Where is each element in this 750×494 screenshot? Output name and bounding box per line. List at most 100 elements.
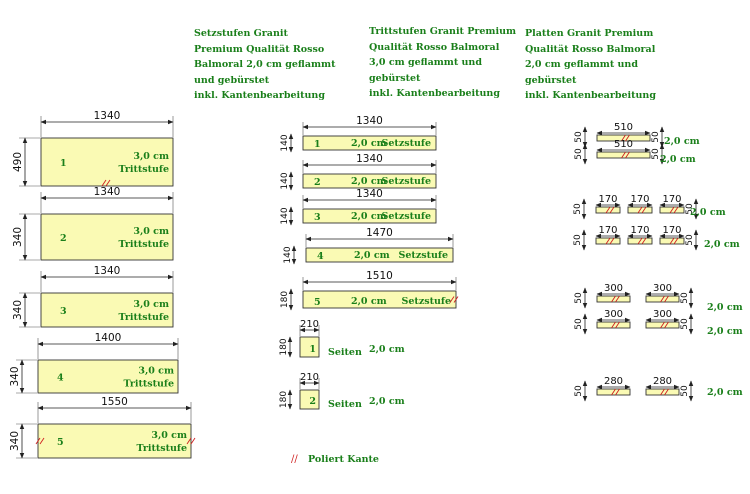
dimension-label-width: 510 bbox=[614, 122, 633, 133]
riser-thickness: 2,0 cm bbox=[354, 250, 390, 261]
dimension-label-width: 300 bbox=[604, 309, 623, 320]
dimension-label-width: 1400 bbox=[95, 332, 122, 344]
dimension-label-height: 50 bbox=[574, 385, 584, 397]
dimension-label-height: 50 bbox=[680, 385, 690, 397]
dimension-label-width: 1340 bbox=[94, 110, 121, 122]
polish-mark bbox=[673, 237, 679, 245]
polish-mark bbox=[609, 237, 615, 245]
dimension-label-width: 1340 bbox=[356, 115, 383, 127]
tread-panel-4 bbox=[37, 359, 179, 394]
polish-mark bbox=[664, 321, 669, 329]
polish-mark bbox=[605, 237, 611, 245]
tread-panel-5 bbox=[37, 423, 192, 459]
polish-mark bbox=[669, 206, 675, 214]
tread-type: Trittstufe bbox=[123, 379, 174, 390]
riser-type: Setzstufe bbox=[402, 296, 451, 307]
polish-mark bbox=[625, 151, 630, 159]
polish-mark bbox=[641, 237, 647, 245]
riser-thickness: 2,0 cm bbox=[351, 211, 387, 222]
dimension-label-height: 50 bbox=[685, 203, 695, 215]
polish-mark bbox=[637, 237, 643, 245]
dimension-label-height: 50 bbox=[574, 292, 584, 304]
tread-panel-1 bbox=[40, 137, 174, 187]
plate-thickness: 2,0 cm bbox=[707, 387, 743, 398]
tread-type: Trittstufe bbox=[118, 312, 169, 323]
dimension-label-width: 210 bbox=[300, 319, 319, 330]
riser-number: 5 bbox=[314, 297, 321, 308]
dimension-label-height: 140 bbox=[280, 172, 290, 189]
tread-number: 5 bbox=[57, 437, 64, 448]
polish-mark bbox=[641, 206, 647, 214]
dimension-label-width: 280 bbox=[604, 376, 623, 387]
side-thickness: 2,0 cm bbox=[369, 344, 405, 355]
tread-number: 1 bbox=[60, 158, 67, 169]
dimension-label-width: 170 bbox=[630, 225, 649, 236]
dimension-label-height: 50 bbox=[651, 148, 661, 160]
dimension-label-height: 50 bbox=[680, 318, 690, 330]
dimension-label-width: 300 bbox=[653, 283, 672, 294]
polish-mark bbox=[669, 237, 675, 245]
legend: //Poliert Kante bbox=[291, 454, 379, 465]
header-trittstufen: Trittstufen Granit Premium Qualität Ross… bbox=[369, 26, 517, 99]
dimension-label-width: 1340 bbox=[94, 265, 121, 277]
side-piece-1 bbox=[299, 336, 320, 358]
polish-mark bbox=[186, 437, 192, 445]
dimension-label-height: 50 bbox=[685, 234, 695, 246]
dimension-label-width: 1470 bbox=[366, 227, 393, 239]
dimension-label-width: 170 bbox=[662, 194, 681, 205]
riser-thickness: 2,0 cm bbox=[351, 296, 387, 307]
polish-mark bbox=[190, 437, 196, 445]
riser-number: 4 bbox=[317, 251, 324, 262]
dimension-label-height: 50 bbox=[574, 131, 584, 143]
side-thickness: 2,0 cm bbox=[369, 396, 405, 407]
header-platten: Platten Granit Premium Qualität Rosso Ba… bbox=[525, 28, 656, 101]
riser-number: 2 bbox=[314, 177, 321, 188]
dimension-label-height: 340 bbox=[9, 366, 21, 386]
dimension-label-height: 50 bbox=[574, 148, 584, 160]
dimension-label-height: 340 bbox=[12, 227, 24, 247]
plate-thickness: 2,0 cm bbox=[690, 207, 726, 218]
dimension-label-width: 510 bbox=[614, 139, 633, 150]
polish-mark bbox=[625, 134, 630, 142]
dimension-label-width: 1510 bbox=[366, 270, 393, 282]
riser-thickness: 2,0 cm bbox=[351, 138, 387, 149]
polish-mark bbox=[105, 179, 111, 187]
dimension-label-height: 180 bbox=[279, 338, 289, 355]
dimension-label-height: 140 bbox=[283, 246, 293, 263]
polish-mark bbox=[453, 296, 459, 303]
riser-strip-3 bbox=[302, 208, 437, 224]
side-number: 2 bbox=[309, 396, 316, 407]
tread-thickness: 3,0 cm bbox=[151, 430, 187, 441]
plate-thickness: 2,0 cm bbox=[707, 302, 743, 313]
tread-thickness: 3,0 cm bbox=[133, 151, 169, 162]
dimension-label-height: 140 bbox=[280, 134, 290, 151]
polish-mark bbox=[660, 321, 665, 329]
dimension-label-height: 180 bbox=[279, 391, 289, 408]
tread-type: Trittstufe bbox=[118, 239, 169, 250]
dimension-label-width: 170 bbox=[598, 225, 617, 236]
polish-mark bbox=[664, 388, 669, 396]
polish-mark bbox=[615, 388, 620, 396]
dimension-label-width: 1340 bbox=[94, 186, 121, 198]
plate-thickness: 2,0 cm bbox=[707, 326, 743, 337]
tread-thickness: 3,0 cm bbox=[133, 299, 169, 310]
polish-mark bbox=[660, 388, 665, 396]
tread-number: 3 bbox=[60, 306, 67, 317]
plate-thickness: 2,0 cm bbox=[664, 136, 700, 147]
riser-type: Setzstufe bbox=[382, 138, 431, 149]
side-piece-2 bbox=[299, 389, 320, 410]
dimension-label-height: 50 bbox=[680, 292, 690, 304]
polish-mark bbox=[611, 388, 616, 396]
dimension-label-height: 50 bbox=[573, 203, 583, 215]
tread-number: 2 bbox=[60, 233, 67, 244]
tread-thickness: 3,0 cm bbox=[138, 366, 174, 377]
dimension-label-width: 170 bbox=[630, 194, 649, 205]
polish-mark bbox=[39, 437, 45, 445]
header-setzstufen: Setzstufen Granit Premium Qualität Rosso… bbox=[194, 28, 336, 101]
legend-mark: // bbox=[291, 454, 298, 465]
